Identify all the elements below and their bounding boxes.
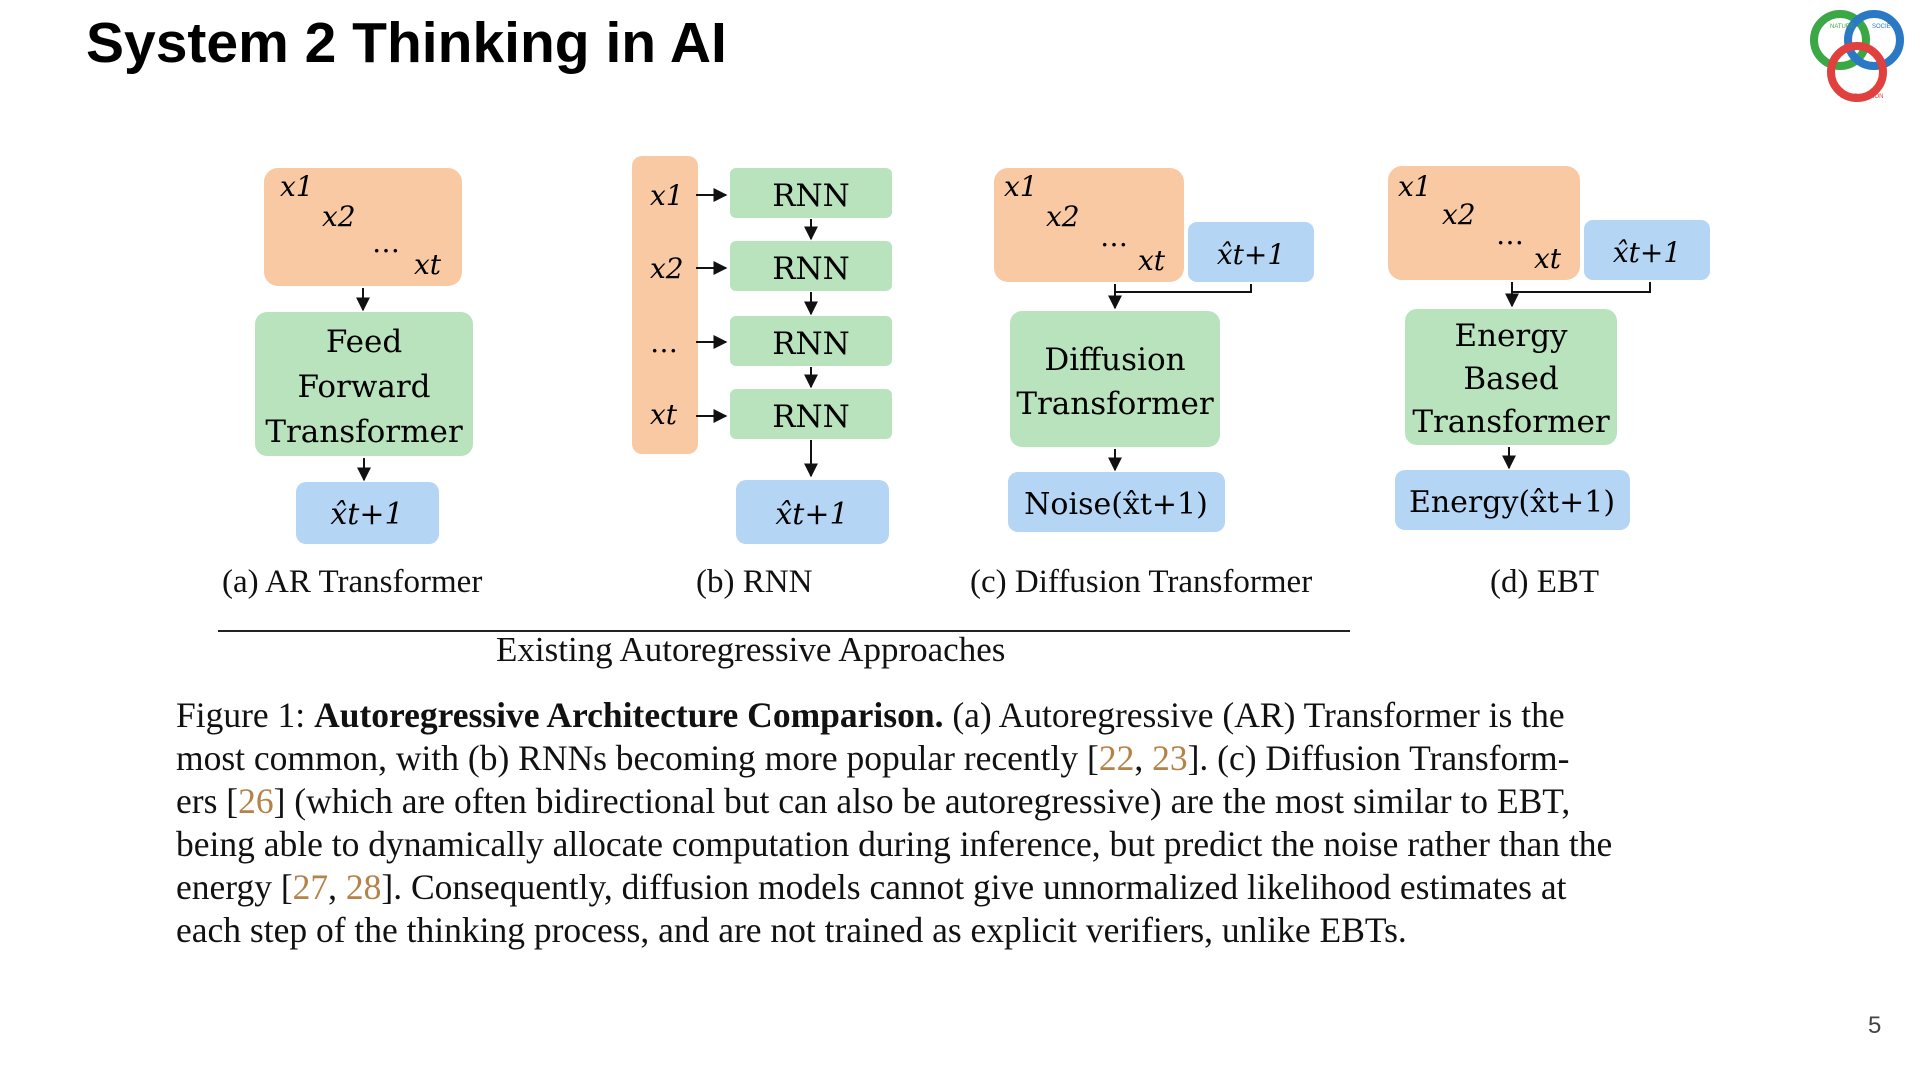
panel-a-input-box <box>264 168 462 286</box>
panel-b-input-xt: xt <box>650 398 678 431</box>
panel-b-rnn-box-1 <box>730 168 892 218</box>
caption-bold-title: Autoregressive Architecture Comparison. <box>314 695 944 735</box>
panel-d-output: Energy(x̂t+1) <box>1409 485 1615 520</box>
panel-c-diffusion-transformer: x1 x2 … xt x̂t+1 Diffusion Transformer N… <box>994 168 1314 532</box>
caption-line-1-text: (a) Autoregressive (AR) Transformer is t… <box>943 695 1565 735</box>
panel-c-extra-input: x̂t+1 <box>1217 238 1285 271</box>
panel-a-model-box <box>255 312 473 456</box>
logo-text-society: SOCIETY <box>1872 24 1898 30</box>
slide-title: System 2 Thinking in AI <box>86 11 727 75</box>
caption-line-3: ers [26] (which are often bidirectional … <box>176 781 1571 821</box>
caption-line-5: energy [27, 28]. Consequently, diffusion… <box>176 867 1567 907</box>
panel-a-output: x̂t+1 <box>330 497 403 532</box>
panel-d-ebt: x1 x2 … xt x̂t+1 Energy Based Transforme… <box>1388 166 1710 530</box>
panel-a-output-box <box>296 482 439 544</box>
panel-c-extra-input-box <box>1188 222 1314 282</box>
panel-b-input-column <box>632 156 698 454</box>
panel-a-input-ellipsis: … <box>372 226 400 259</box>
panel-b-input-ellipsis: … <box>650 326 678 359</box>
panel-d-input-xt: xt <box>1534 242 1562 275</box>
panel-b-rnn-box-3 <box>730 316 892 366</box>
panel-d-model-line-1: Energy <box>1454 318 1568 354</box>
group-label: Existing Autoregressive Approaches <box>496 630 1006 669</box>
panel-b-rnn-label-3: RNN <box>772 326 850 362</box>
caption-line-4: being able to dynamically allocate compu… <box>176 824 1613 864</box>
panel-b-caption: (b) RNN <box>696 564 813 600</box>
panel-b-input-x2: x2 <box>650 252 684 285</box>
panel-b-output-box <box>736 480 889 544</box>
logo-green-ring <box>1810 10 1870 70</box>
panel-c-input-box <box>994 168 1184 282</box>
page-number: 5 <box>1868 1012 1882 1039</box>
caption-prefix: Figure 1: <box>176 695 315 735</box>
caption-line-1: Figure 1: Autoregressive Architecture Co… <box>176 694 1756 737</box>
panel-b-rnn-label-2: RNN <box>772 251 850 287</box>
panel-b-rnn-box-4 <box>730 389 892 439</box>
citation-26[interactable]: 26 <box>238 781 274 821</box>
panel-d-extra-input: x̂t+1 <box>1613 236 1681 269</box>
citation-23[interactable]: 23 <box>1152 738 1188 778</box>
group-rule <box>218 630 1350 632</box>
panel-b-rnn-label-1: RNN <box>772 178 850 214</box>
citation-28[interactable]: 28 <box>345 867 382 907</box>
panel-b-rnn-box-2 <box>730 241 892 291</box>
figure-caption: Figure 1: Autoregressive Architecture Co… <box>176 694 1756 952</box>
panel-b-rnn-label-4: RNN <box>772 399 850 435</box>
panel-c-input-ellipsis: … <box>1100 220 1128 253</box>
panel-d-input-ellipsis: … <box>1496 218 1524 251</box>
panel-a-ar-transformer: x1 x2 … xt Feed Forward Transformer x̂t+… <box>255 168 473 544</box>
panel-a-input-xt: xt <box>414 248 442 281</box>
panel-a-caption: (a) AR Transformer <box>222 564 483 600</box>
panel-c-model-box <box>1010 311 1220 447</box>
citation-27[interactable]: 27 <box>292 867 329 907</box>
logo-blue-ring <box>1844 10 1904 70</box>
panel-a-model-line-3: Transformer <box>265 414 463 450</box>
panel-b-rnn: x1 x2 … xt RNN RNN RNN RNN x̂t+1 <box>632 156 892 544</box>
panel-d-output-box <box>1395 470 1630 530</box>
caption-line-6: each step of the thinking process, and a… <box>176 910 1407 950</box>
panel-d-caption: (d) EBT <box>1490 564 1600 600</box>
panel-c-output: Noise(x̂t+1) <box>1024 487 1208 522</box>
logo-text-computation: COMPUTATION <box>1840 94 1883 100</box>
panel-c-input-x1: x1 <box>1004 170 1038 203</box>
logo-red-ring <box>1827 42 1887 102</box>
panel-c-model-line-1: Diffusion <box>1044 342 1185 378</box>
panel-b-input-x1: x1 <box>650 179 684 212</box>
panel-d-model-line-3: Transformer <box>1412 404 1610 440</box>
panel-d-input-box <box>1388 166 1580 280</box>
panel-a-input-x1: x1 <box>280 170 314 203</box>
panel-d-model-line-2: Based <box>1463 361 1558 397</box>
panel-d-input-x2: x2 <box>1442 198 1476 231</box>
panel-c-model-line-2: Transformer <box>1016 386 1214 422</box>
citation-22[interactable]: 22 <box>1098 738 1135 778</box>
logo-text-nature: NATURE <box>1830 24 1854 30</box>
panel-b-output: x̂t+1 <box>775 497 848 532</box>
panel-c-input-xt: xt <box>1138 244 1166 277</box>
panel-c-output-box <box>1008 472 1225 532</box>
panel-a-input-x2: x2 <box>322 200 356 233</box>
caption-line-2: most common, with (b) RNNs becoming more… <box>176 738 1570 778</box>
panel-d-model-box <box>1405 309 1617 445</box>
panel-d-input-x1: x1 <box>1398 170 1432 203</box>
panel-d-extra-input-box <box>1584 220 1710 280</box>
panel-a-model-line-1: Feed <box>326 324 402 360</box>
panel-c-caption: (c) Diffusion Transformer <box>970 564 1313 600</box>
panel-c-input-x2: x2 <box>1046 200 1080 233</box>
nature-society-computation-logo: NATURE SOCIETY COMPUTATION <box>1810 10 1904 102</box>
panel-a-model-line-2: Forward <box>298 369 431 405</box>
